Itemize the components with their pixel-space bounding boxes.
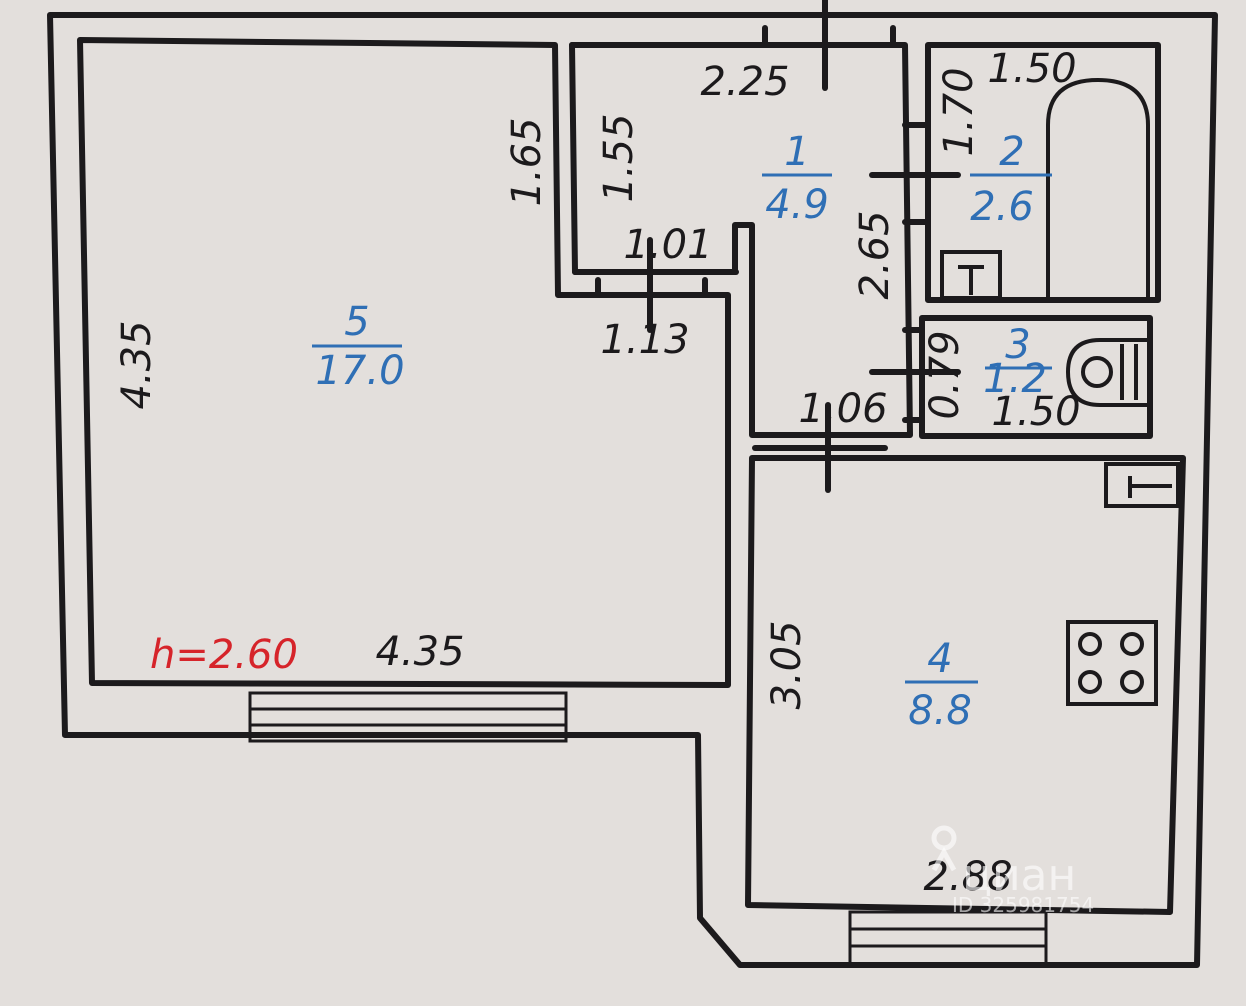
dim-wc-side: 0.79: [922, 330, 968, 419]
room-5-area: 17.0: [315, 348, 404, 394]
room-4-number: 4: [927, 636, 952, 682]
dim-hall-top: 2.25: [700, 59, 789, 105]
room-5-number: 5: [344, 299, 369, 345]
room-4-area: 8.8: [908, 688, 972, 734]
sink-icon: [940, 250, 1002, 300]
dim-room-5-left: 4.35: [114, 320, 160, 409]
dim-kitchen-left: 3.05: [764, 620, 810, 709]
room-2-area: 2.6: [970, 184, 1034, 230]
room-3-area: 1.2: [983, 356, 1047, 402]
toilet-outline: [919, 315, 1153, 439]
room-5-outline: [77, 37, 731, 688]
dim-room-5-door: 1.13: [600, 317, 689, 363]
dim-bath-side: 1.70: [936, 67, 982, 156]
dim-hall-right: 2.65: [852, 210, 898, 299]
window-room-5: [248, 691, 568, 743]
watermark-id: ID 325981754: [952, 893, 1094, 917]
room-3-number: 3: [1005, 322, 1030, 368]
ceiling-height-label: h=2.60: [150, 632, 298, 678]
dim-room-5-right: 1.65: [504, 117, 550, 206]
dim-wc-bottom: 1.50: [991, 389, 1080, 435]
watermark-brand: циан: [962, 850, 1076, 901]
kitchen-outline: [745, 455, 1186, 915]
window-kitchen: [848, 910, 1048, 966]
dim-room-5-bottom: 4.35: [375, 629, 464, 675]
dim-bath-top: 1.50: [987, 46, 1076, 92]
outer-wall: [47, 12, 1218, 968]
room-1-number: 1: [784, 129, 809, 175]
room-1-area: 4.9: [765, 182, 829, 228]
toilet-icon: [1065, 338, 1148, 407]
room-2-number: 2: [999, 129, 1024, 175]
dim-niche-side: 1.55: [596, 113, 642, 202]
stove-icon: [1066, 620, 1158, 706]
watermark-pin-icon: [931, 825, 957, 872]
watermark: циан ID 325981754: [931, 825, 1094, 917]
bathtub-icon: [1046, 77, 1150, 298]
dim-hall-bottom: 1.06: [798, 386, 887, 432]
kitchen-sink-icon: [1104, 462, 1180, 508]
dim-niche-bottom: 1.01: [623, 222, 712, 268]
hall-outline: [569, 42, 913, 438]
